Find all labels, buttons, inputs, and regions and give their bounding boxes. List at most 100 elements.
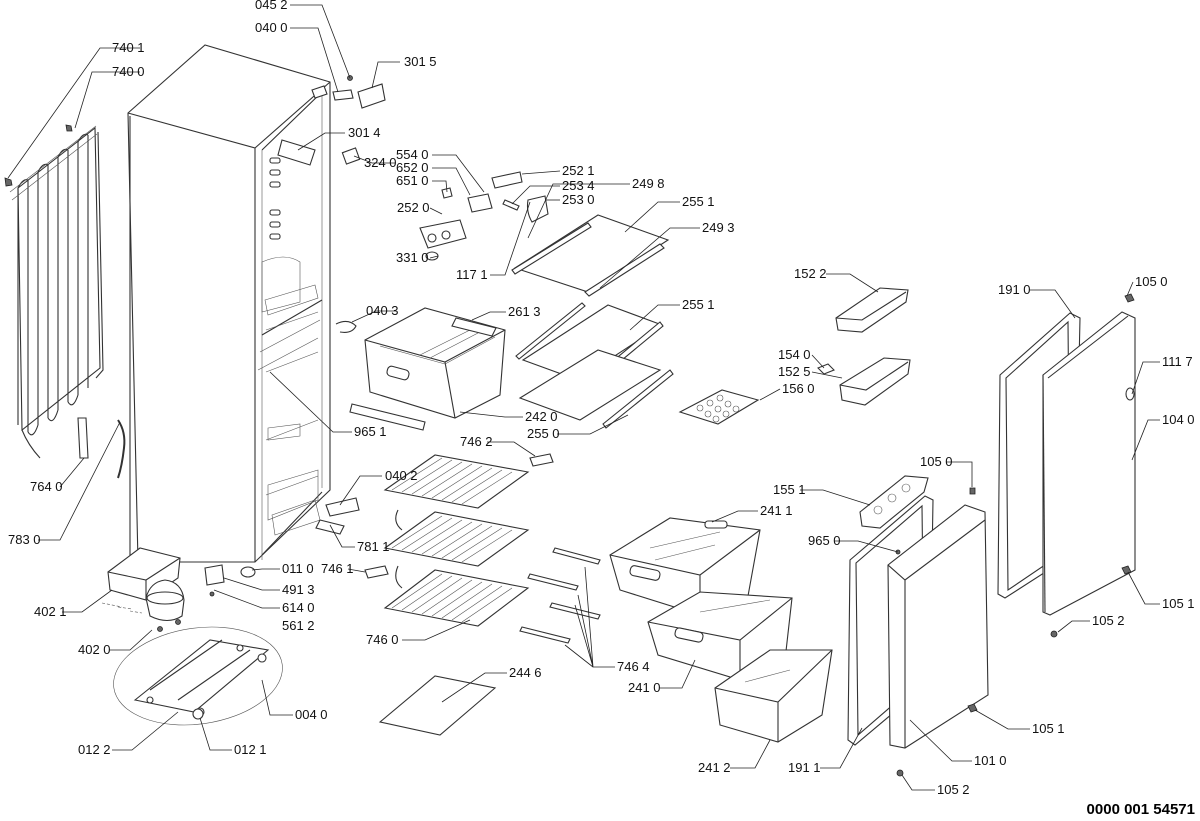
- shelf-clip-7462: [529, 453, 554, 467]
- label-040-3: 040 3: [366, 303, 399, 318]
- drawer-cover-strip: [349, 403, 426, 431]
- clip-403: [335, 320, 357, 333]
- label-402-1: 402 1: [34, 604, 67, 619]
- label-249-3: 249 3: [702, 220, 735, 235]
- condenser-coil: [9, 125, 104, 459]
- label-105-2-lower: 105 2: [937, 782, 970, 797]
- label-105-0-upper: 105 0: [1135, 274, 1168, 289]
- label-241-2: 241 2: [698, 760, 731, 775]
- label-012-1: 012 1: [234, 742, 267, 757]
- label-152-5: 152 5: [778, 364, 811, 379]
- label-783-0: 783 0: [8, 532, 41, 547]
- label-255-1-middle: 255 1: [682, 297, 715, 312]
- label-241-0: 241 0: [628, 680, 661, 695]
- label-781-1: 781 1: [357, 539, 390, 554]
- label-152-2: 152 2: [794, 266, 827, 281]
- label-261-3: 261 3: [508, 304, 541, 319]
- label-740-1: 740 1: [112, 40, 145, 55]
- label-252-1: 252 1: [562, 163, 595, 178]
- label-764-0: 764 0: [30, 479, 63, 494]
- label-746-2: 746 2: [460, 434, 493, 449]
- leader-lines: [7, 4, 1160, 791]
- compressor-mount-base: [133, 639, 270, 717]
- freezer-wire-shelves: [383, 454, 530, 627]
- label-242-0: 242 0: [525, 409, 558, 424]
- label-746-4: 746 4: [617, 659, 650, 674]
- label-117-1: 117 1: [456, 267, 488, 282]
- label-191-1: 191 1: [788, 760, 821, 775]
- upper-door: [1042, 311, 1136, 616]
- label-045-2: 045 2: [255, 0, 288, 12]
- label-402-0: 402 0: [78, 642, 111, 657]
- label-965-1: 965 1: [354, 424, 387, 439]
- base-plate: [378, 675, 497, 736]
- shelf-clip-7461: [364, 565, 389, 579]
- thermostat-assembly: [419, 171, 549, 261]
- crisper-drawer: [364, 307, 506, 419]
- door-shelf-upper: [835, 287, 909, 333]
- glass-shelf-middle: [515, 302, 674, 429]
- label-554-0: 554 0: [396, 147, 429, 162]
- label-491-3: 491 3: [282, 582, 315, 597]
- label-331-0: 331 0: [396, 250, 429, 265]
- label-651-0: 651 0: [396, 173, 429, 188]
- hinge-bracket-0402: [325, 497, 360, 517]
- label-301-4: 301 4: [348, 125, 381, 140]
- label-253-0: 253 0: [562, 192, 595, 207]
- label-040-2: 040 2: [385, 468, 418, 483]
- document-number: 0000 001 54571: [1087, 801, 1195, 818]
- label-156-0: 156 0: [782, 381, 815, 396]
- label-244-6: 244 6: [509, 665, 542, 680]
- label-105-1-lower: 105 1: [1032, 721, 1065, 736]
- label-011-0: 011 0: [282, 561, 314, 576]
- heater-wire: [117, 419, 126, 479]
- shelf-rails: [519, 547, 601, 644]
- label-301-5: 301 5: [404, 54, 437, 69]
- label-561-2: 561 2: [282, 618, 315, 633]
- lower-door: [887, 504, 989, 749]
- drain-tube: [77, 417, 89, 459]
- label-255-1-upper: 255 1: [682, 194, 715, 209]
- label-111-7: 111 7: [1162, 354, 1193, 369]
- freezer-drawer-middle: [647, 591, 793, 681]
- relay-box: [204, 564, 225, 586]
- mount-kit-outline: [113, 626, 283, 726]
- label-241-1: 241 1: [760, 503, 793, 518]
- shelf-clip-7811: [315, 519, 345, 535]
- label-191-0: 191 0: [998, 282, 1031, 297]
- label-104-0: 104 0: [1162, 412, 1195, 427]
- hinge-screws-top: [332, 75, 386, 109]
- label-740-0: 740 0: [112, 64, 145, 79]
- label-253-4: 253 4: [562, 178, 595, 193]
- label-652-0: 652 0: [396, 160, 429, 175]
- grommet-0121: [192, 708, 204, 720]
- label-101-0: 101 0: [974, 753, 1007, 768]
- freezer-drawer-bottom: [714, 649, 833, 743]
- egg-tray: [678, 389, 760, 425]
- cabinet: [127, 44, 331, 578]
- label-154-0: 154 0: [778, 347, 811, 362]
- door-hardware: [895, 293, 1135, 777]
- label-105-1-upper: 105 1: [1162, 596, 1195, 611]
- label-965-0: 965 0: [808, 533, 841, 548]
- label-155-1: 155 1: [773, 482, 806, 497]
- label-004-0: 004 0: [295, 707, 328, 722]
- label-746-0: 746 0: [366, 632, 399, 647]
- label-255-0: 255 0: [527, 426, 560, 441]
- glass-shelf-upper: [511, 214, 670, 297]
- door-shelf-middle: [817, 357, 911, 406]
- label-012-2: 012 2: [78, 742, 111, 757]
- freezer-drawer-top: [609, 517, 761, 616]
- label-252-0: 252 0: [397, 200, 430, 215]
- label-324-0: 324 0: [364, 155, 397, 170]
- label-746-1: 746 1: [321, 561, 354, 576]
- label-324: [341, 147, 361, 165]
- label-614-0: 614 0: [282, 600, 315, 615]
- label-105-0-lower: 105 0: [920, 454, 953, 469]
- part-labels: 045 2 040 0 301 5 740 1 740 0 301 4 324 …: [8, 0, 1195, 818]
- label-249-8: 249 8: [632, 176, 665, 191]
- freezer-door-shelf: [859, 475, 929, 529]
- label-040-0: 040 0: [255, 20, 288, 35]
